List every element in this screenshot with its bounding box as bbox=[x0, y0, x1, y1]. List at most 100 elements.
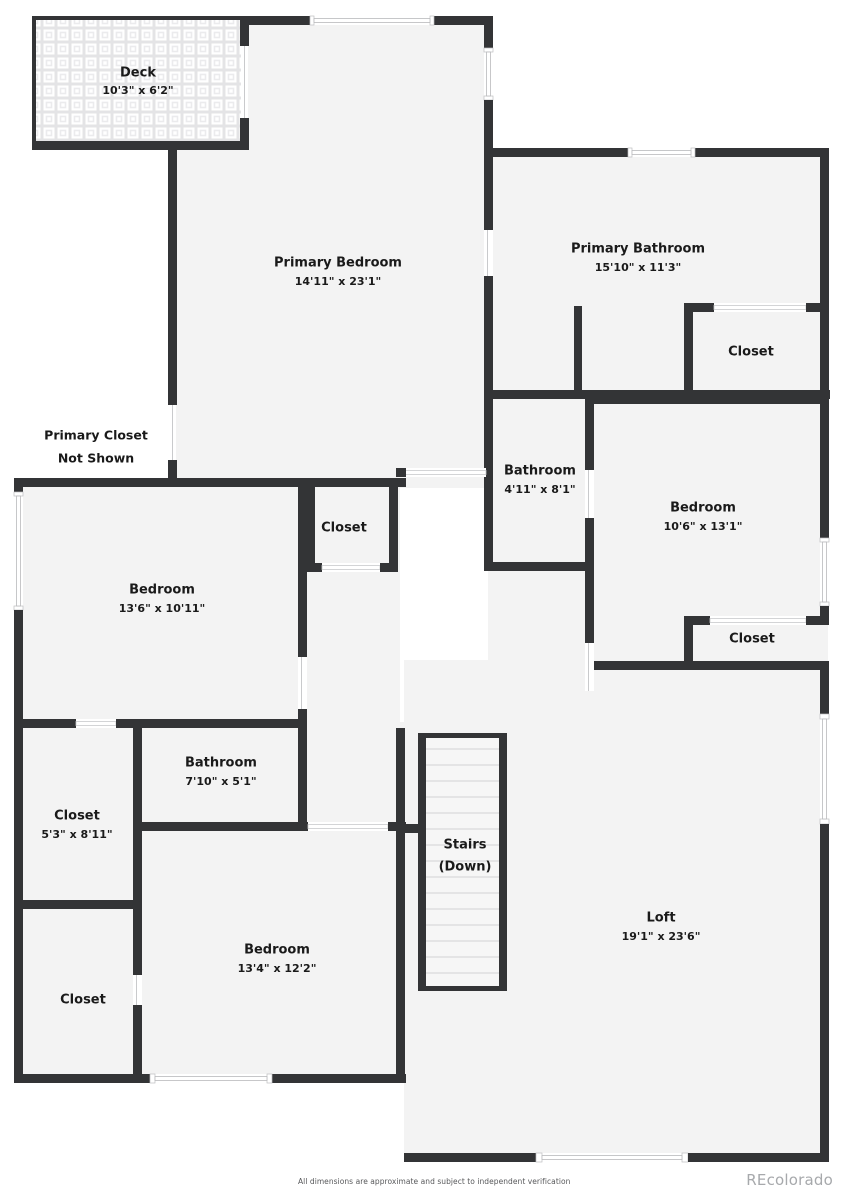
wall-bath-l-right-a bbox=[298, 728, 307, 778]
wall-right-ext-c bbox=[820, 398, 829, 538]
room-labels: Deck 10'3" x 6'2" Primary Bedroom 14'11"… bbox=[41, 66, 774, 1008]
window-loft-bottom[interactable] bbox=[535, 1152, 689, 1163]
room-label-primary-bathroom: Primary Bathroom bbox=[571, 242, 705, 257]
wall-mcloset-bottom-right bbox=[380, 563, 398, 572]
wall-bath-l-left bbox=[133, 722, 142, 827]
deck-wall-bottom bbox=[32, 141, 248, 150]
room-label-closet-left-1: Closet bbox=[54, 809, 100, 824]
wall-bedroom-l-bottom-a bbox=[14, 719, 76, 728]
wall-left-ext-b bbox=[14, 610, 23, 728]
wall-rcloset-top-left bbox=[684, 616, 710, 625]
wall-pb-pbath-b bbox=[484, 276, 493, 398]
room-dim-bedroom-bottom: 13'4" x 12'2" bbox=[238, 962, 317, 975]
walls bbox=[13, 15, 830, 1163]
window-bedroom-left[interactable] bbox=[13, 491, 24, 611]
window-bedroom-right[interactable] bbox=[819, 537, 830, 607]
room-label-closet-mid: Closet bbox=[321, 521, 367, 536]
wall-closet-divider bbox=[14, 900, 142, 909]
stairs-sublabel: (Down) bbox=[439, 860, 492, 875]
wall-bath-u-bottom bbox=[484, 562, 594, 571]
stairs-wall-right bbox=[499, 733, 507, 991]
wall-closet-l2-right-a bbox=[133, 905, 142, 975]
wall-pb-right-a bbox=[484, 16, 493, 48]
wall-loft-bottom-a bbox=[404, 1153, 536, 1162]
door-bedroom-left-hall[interactable] bbox=[298, 657, 307, 709]
room-label-bedroom-bottom: Bedroom bbox=[244, 943, 310, 958]
door-bedroom-left[interactable] bbox=[75, 719, 117, 728]
room-dim-loft: 19'1" x 23'6" bbox=[622, 930, 701, 943]
stairs-label: Stairs bbox=[444, 838, 487, 853]
wall-bath-u-right-b bbox=[585, 518, 594, 643]
deck-area bbox=[32, 16, 249, 150]
door-primary-bath-closet[interactable] bbox=[713, 303, 807, 312]
wall-pb-top-right bbox=[434, 16, 492, 25]
wall-pbath-divider bbox=[574, 306, 582, 398]
wall-bath-u-left-a bbox=[484, 395, 493, 570]
stairs-wall-bottom bbox=[418, 986, 507, 991]
room-dim-closet-left-1: 5'3" x 8'11" bbox=[41, 828, 112, 841]
door-pb-to-pbath[interactable] bbox=[484, 230, 493, 276]
wall-pb-pbath-a bbox=[484, 148, 493, 230]
wall-bath-l-bottom bbox=[133, 822, 308, 831]
room-label-closet-right: Closet bbox=[729, 632, 775, 647]
wall-bath-l-right-b bbox=[298, 778, 307, 828]
primary-closet-note-line2: Not Shown bbox=[58, 451, 134, 466]
door-closet-left-2[interactable] bbox=[133, 975, 142, 1005]
door-bath-upper[interactable] bbox=[403, 468, 487, 477]
deck-wall-left bbox=[32, 16, 36, 150]
wall-pbath-top-right bbox=[695, 148, 829, 157]
wall-rcloset-left bbox=[684, 616, 693, 666]
window-pb-top[interactable] bbox=[309, 15, 435, 26]
room-label-bedroom-left: Bedroom bbox=[129, 583, 195, 598]
window-loft-right[interactable] bbox=[819, 713, 830, 825]
room-dim-bathroom-upper: 4'11" x 8'1" bbox=[504, 483, 575, 496]
window-pb-right[interactable] bbox=[483, 47, 494, 101]
fill-left-block bbox=[14, 478, 400, 728]
room-dim-bedroom-right: 10'6" x 13'1" bbox=[664, 520, 743, 533]
room-label-bathroom-upper: Bathroom bbox=[504, 464, 576, 479]
wall-door-jamb-bath-upper bbox=[396, 468, 406, 477]
room-label-closet-left-2: Closet bbox=[60, 993, 106, 1008]
deck-door-line bbox=[244, 46, 245, 118]
wall-right-ext-d bbox=[820, 606, 829, 624]
wall-bedroom-r-bottom bbox=[594, 661, 829, 670]
wall-right-ext-a bbox=[820, 148, 829, 303]
door-primary-closet[interactable] bbox=[169, 405, 176, 463]
brand-logo-text: REcolorado bbox=[746, 1171, 833, 1189]
stairs[interactable] bbox=[404, 733, 507, 991]
wall-closet-l1-right bbox=[133, 827, 142, 907]
room-label-primary-bedroom: Primary Bedroom bbox=[274, 256, 402, 271]
wall-left-ext-c bbox=[14, 728, 23, 1083]
room-dim-primary-bathroom: 15'10" x 11'3" bbox=[595, 261, 682, 274]
wall-rcloset-top-right bbox=[806, 616, 829, 625]
wall-bedroom-l-right-b bbox=[298, 709, 307, 728]
room-dim-bedroom-left: 13'6" x 10'11" bbox=[119, 602, 206, 615]
deck-wall-right-a bbox=[240, 16, 249, 46]
wall-bedroom-l-bottom-b bbox=[116, 719, 306, 728]
wall-bedroom-l-top bbox=[14, 478, 406, 487]
door-closet-mid-bottom[interactable] bbox=[321, 563, 381, 572]
door-bedroom-right-hall[interactable] bbox=[585, 643, 594, 691]
door-bath-to-bedroom[interactable] bbox=[585, 470, 594, 518]
door-bath-lower[interactable] bbox=[307, 822, 389, 831]
wall-pb-right-b bbox=[484, 100, 493, 148]
window-bedroom-bottom[interactable] bbox=[149, 1073, 273, 1084]
wall-pcloset-left bbox=[684, 303, 693, 398]
wall-lower-left-right-ext bbox=[396, 728, 405, 1083]
deck-wall-right-b bbox=[240, 118, 249, 150]
wall-loft-right-b bbox=[820, 824, 829, 1162]
wall-pbath-bottom bbox=[484, 390, 830, 399]
deck-wall-top bbox=[32, 16, 248, 20]
wall-bedroom-r-top bbox=[594, 395, 829, 404]
door-bedroom-right-closet[interactable] bbox=[709, 616, 807, 625]
room-dim-deck: 10'3" x 6'2" bbox=[102, 84, 173, 97]
wall-mcloset-left bbox=[306, 482, 315, 572]
stairs-entry-jamb bbox=[404, 824, 420, 833]
primary-closet-note-line1: Primary Closet bbox=[44, 428, 148, 443]
room-label-loft: Loft bbox=[646, 911, 675, 926]
wall-pcloset-top-right bbox=[806, 303, 829, 312]
room-label-bathroom-lower: Bathroom bbox=[185, 756, 257, 771]
wall-loft-bottom-b bbox=[688, 1153, 829, 1162]
window-pbath-top[interactable] bbox=[627, 147, 696, 158]
room-label-bedroom-right: Bedroom bbox=[670, 501, 736, 516]
